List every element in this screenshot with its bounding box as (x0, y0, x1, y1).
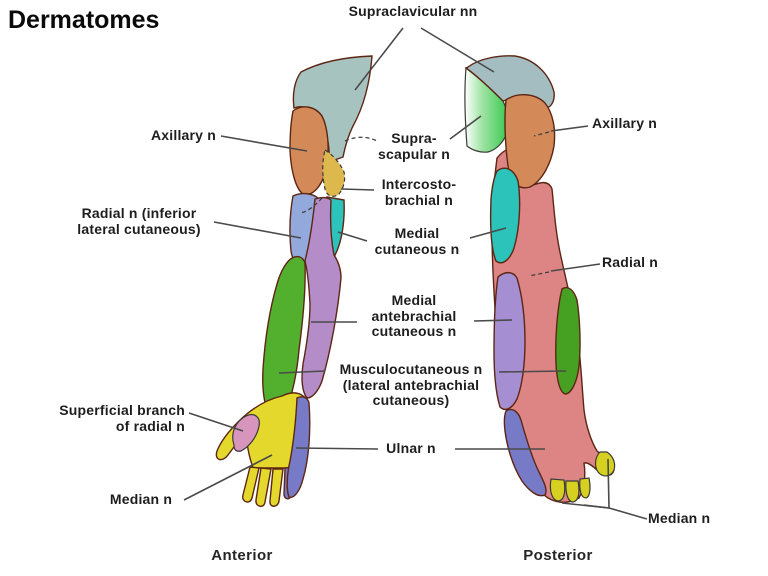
leader-median-right-thumb (607, 458, 610, 509)
caption-posterior: Posterior (523, 547, 593, 564)
region-musculocutaneous-anterior (262, 255, 306, 417)
region-musculocutaneous-posterior (555, 286, 581, 395)
label-suprascapular: Supra- scapular n (377, 130, 451, 162)
label-radial-inferior: Radial n (inferior lateral cutaneous) (77, 205, 201, 237)
leader-medial-cutaneous-right (469, 227, 507, 239)
label-radial-posterior: Radial n (602, 254, 659, 270)
region-ulnar-posterior (503, 408, 547, 497)
leader-axillary-left (220, 135, 308, 152)
thumbtip-posterior (594, 451, 616, 477)
region-intercostobrachial (322, 149, 346, 197)
leader-median-right-finger2 (583, 504, 610, 509)
leader-median-right-main (608, 507, 648, 520)
dashed-marks-radial-right (528, 271, 550, 277)
leader-medial-cutaneous-left (337, 231, 368, 242)
region-ulnar-anterior (286, 396, 311, 498)
label-ulnar: Ulnar n (386, 440, 436, 456)
leader-medial-antebrachial-right (473, 319, 513, 322)
leader-lines (183, 27, 648, 520)
fingertip-2-posterior (565, 480, 580, 503)
label-supraclavicular: Supraclavicular nn (348, 3, 478, 19)
region-superficial-radial (232, 414, 260, 452)
leader-musculocutaneous-left (278, 370, 326, 374)
label-intercostobrachial: Intercosto- brachial n (381, 176, 457, 208)
dashed-border-shoulder-anterior (344, 136, 378, 142)
leader-supraclavicular-right (420, 27, 495, 73)
label-musculocutaneous: Musculocutaneous n (lateral antebrachial… (339, 361, 483, 409)
caption-anterior: Anterior (211, 547, 273, 564)
region-axillary-posterior (504, 94, 556, 189)
label-medial-cutaneous: Medial cutaneous n (374, 225, 460, 257)
leader-superficial-radial (188, 412, 244, 432)
leader-intercostobrachial (340, 188, 375, 191)
finger-middle-anterior (255, 467, 272, 507)
finger-index-anterior (242, 466, 260, 503)
finger-ring-anterior (269, 468, 284, 507)
dashed-border-intercosto (300, 197, 323, 214)
leader-supraclavicular-left (354, 27, 404, 91)
region-medial-antebrachial-posterior (493, 271, 526, 411)
anterior-arm (215, 55, 378, 507)
leader-radial-right (550, 263, 601, 272)
label-medial-antebrachial: Medial antebrachial cutaneous n (371, 292, 457, 340)
page-title: Dermatomes (8, 6, 160, 34)
label-superficial-radial: Superficial branch of radial n (59, 402, 185, 434)
label-axillary-anterior: Axillary n (150, 127, 216, 143)
label-median-anterior: Median n (109, 491, 173, 507)
fingertip-3-posterior (579, 477, 591, 499)
leader-median-left (183, 454, 273, 501)
leader-axillary-right (550, 125, 589, 132)
region-medial-antebrachial-anterior (301, 196, 342, 399)
leader-ulnar-left (295, 447, 379, 450)
dashed-marks-axillary-right (533, 131, 550, 137)
fingertip-1-posterior (549, 478, 566, 502)
region-axillary-anterior (289, 106, 329, 196)
leader-radial-inferior (213, 221, 302, 239)
posterior-arm (464, 55, 616, 503)
label-axillary-posterior: Axillary n (592, 115, 658, 131)
label-median-posterior: Median n (648, 510, 711, 526)
leader-suprascapular (449, 115, 482, 140)
leader-musculocutaneous-right (498, 370, 567, 373)
region-medial-cutaneous-posterior (489, 167, 521, 264)
